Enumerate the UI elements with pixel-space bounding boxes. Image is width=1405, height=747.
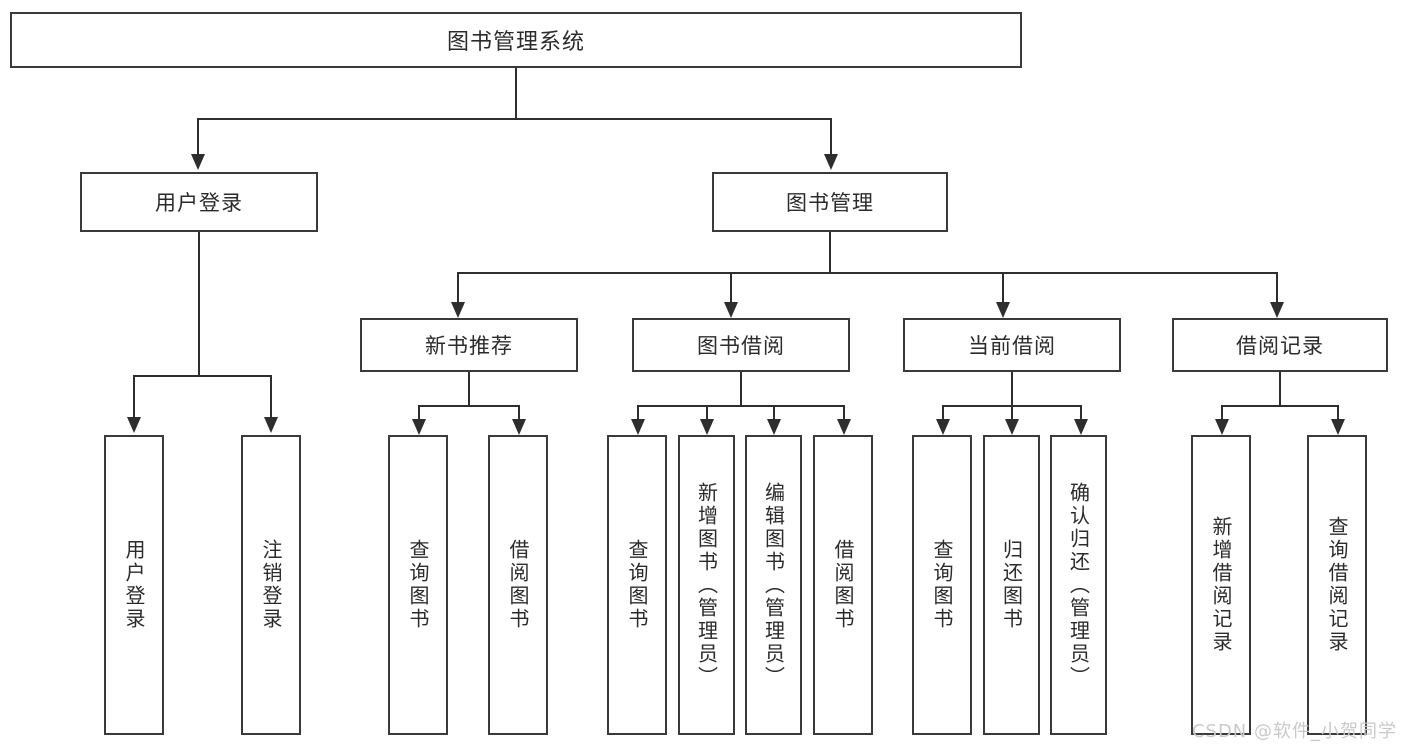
connector-borrow-record-to-leaf-2 [1337, 405, 1339, 421]
connector-current-borrow-stem [1011, 372, 1013, 405]
arrowhead-book-borrow-to-leaf-1 [631, 419, 645, 435]
node-book-management[interactable]: 图书管理 [712, 172, 948, 232]
connector-borrow-record-stem [1279, 372, 1281, 405]
leaf-borrow-record-add-record[interactable]: 新增借阅记录 [1191, 435, 1251, 735]
connector-user-login-stem [198, 232, 200, 375]
leaf-book-borrow-edit-book-admin[interactable]: 编辑图书（管理员） [745, 435, 802, 735]
connector-current-borrow-to-leaf-1 [942, 405, 944, 421]
connector-current-borrow-to-leaf-2 [1011, 405, 1013, 421]
connector-bm-to-current-borrow [1002, 272, 1004, 304]
arrowhead-bm-to-current-borrow [996, 302, 1010, 318]
node-user-login[interactable]: 用户登录 [80, 172, 318, 232]
node-borrow-record[interactable]: 借阅记录 [1172, 318, 1388, 372]
connector-bm-to-book-borrow [730, 272, 732, 304]
connector-book-borrow-to-leaf-4 [843, 405, 845, 421]
connector-new-book-to-leaf-1 [418, 405, 420, 421]
leaf-user-login-login[interactable]: 用户登录 [104, 435, 164, 735]
arrowhead-user-login-to-leaf-2 [264, 417, 278, 433]
arrowhead-current-borrow-to-leaf-2 [1005, 419, 1019, 435]
connector-root-stem [515, 68, 517, 118]
connector-user-login-to-leaf-1 [133, 375, 135, 419]
arrowhead-book-borrow-to-leaf-3 [767, 419, 781, 435]
arrowhead-current-borrow-to-leaf-1 [936, 419, 950, 435]
leaf-book-borrow-query-book[interactable]: 查询图书 [607, 435, 667, 735]
arrowhead-bm-to-borrow-record [1270, 302, 1284, 318]
connector-root-to-book-management [830, 118, 832, 156]
connector-book-borrow-to-leaf-2 [706, 405, 708, 421]
node-current-borrow[interactable]: 当前借阅 [903, 318, 1121, 372]
connector-book-management-stem [829, 232, 831, 272]
arrowhead-root-to-book-management [824, 154, 838, 170]
connector-user-login-bus [133, 375, 271, 377]
connector-borrow-record-to-leaf-1 [1221, 405, 1223, 421]
connector-book-management-bus [457, 272, 1278, 274]
leaf-book-borrow-borrow-book[interactable]: 借阅图书 [813, 435, 873, 735]
leaf-new-book-borrow-book[interactable]: 借阅图书 [488, 435, 548, 735]
leaf-current-borrow-confirm-return-admin[interactable]: 确认归还（管理员） [1050, 435, 1107, 735]
leaf-book-borrow-add-book-admin[interactable]: 新增图书（管理员） [678, 435, 735, 735]
node-new-book-recommend[interactable]: 新书推荐 [360, 318, 578, 372]
arrowhead-bm-to-new-book [451, 302, 465, 318]
leaf-user-login-logout[interactable]: 注销登录 [241, 435, 301, 735]
connector-current-borrow-to-leaf-3 [1080, 405, 1082, 421]
connector-new-book-stem [468, 372, 470, 405]
arrowhead-bm-to-book-borrow [724, 302, 738, 318]
arrowhead-user-login-to-leaf-1 [127, 417, 141, 433]
connector-root-to-user-login [197, 118, 199, 156]
leaf-current-borrow-query-book[interactable]: 查询图书 [912, 435, 972, 735]
leaf-current-borrow-return-book[interactable]: 归还图书 [983, 435, 1040, 735]
arrowhead-borrow-record-to-leaf-2 [1331, 419, 1345, 435]
connector-book-borrow-to-leaf-1 [637, 405, 639, 421]
arrowhead-new-book-to-leaf-1 [412, 419, 426, 435]
leaf-new-book-query-book[interactable]: 查询图书 [388, 435, 448, 735]
csdn-watermark: CSDN @软件_小贺同学 [1191, 721, 1397, 742]
arrowhead-book-borrow-to-leaf-2 [700, 419, 714, 435]
connector-book-borrow-stem [740, 372, 742, 405]
connector-borrow-record-bus [1221, 405, 1338, 407]
arrowhead-book-borrow-to-leaf-4 [837, 419, 851, 435]
arrowhead-current-borrow-to-leaf-3 [1074, 419, 1088, 435]
connector-book-borrow-to-leaf-3 [773, 405, 775, 421]
connector-root-bus [197, 118, 831, 120]
connector-bm-to-new-book [457, 272, 459, 304]
connector-new-book-bus [418, 405, 519, 407]
arrowhead-new-book-to-leaf-2 [512, 419, 526, 435]
leaf-borrow-record-query-record[interactable]: 查询借阅记录 [1307, 435, 1367, 735]
node-book-borrow[interactable]: 图书借阅 [632, 318, 850, 372]
connector-book-borrow-bus [637, 405, 844, 407]
connector-new-book-to-leaf-2 [518, 405, 520, 421]
arrowhead-root-to-user-login [191, 154, 205, 170]
connector-bm-to-borrow-record [1276, 272, 1278, 304]
arrowhead-borrow-record-to-leaf-1 [1215, 419, 1229, 435]
node-root-book-management-system[interactable]: 图书管理系统 [10, 12, 1022, 68]
connector-user-login-to-leaf-2 [270, 375, 272, 419]
